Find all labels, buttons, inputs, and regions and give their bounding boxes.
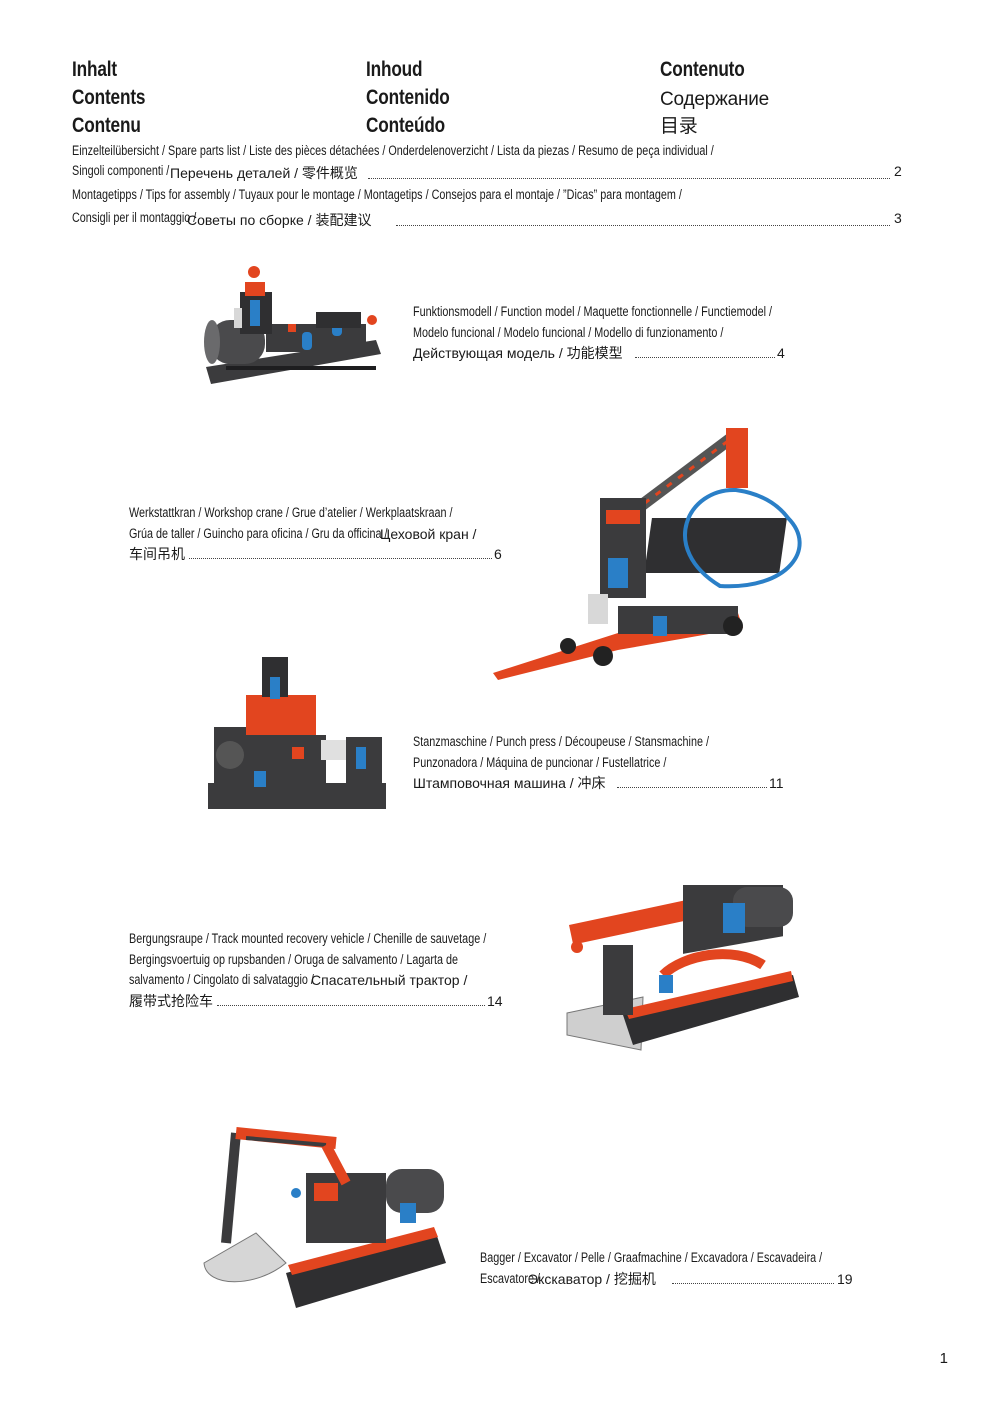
heading-contenuto: Contenuto <box>660 58 745 81</box>
heading-inhoud: Inhoud <box>366 58 423 81</box>
model-entry-excavator: Bagger / Excavator / Pelle / Graafmachin… <box>480 1250 853 1287</box>
heading-russian: Содержание <box>660 89 770 110</box>
toc-tips-leader <box>396 225 890 226</box>
heading-conteudo: Conteúdo <box>366 114 446 137</box>
recovery-vehicle-image <box>566 885 799 1051</box>
heading-contents: Contents <box>72 86 146 109</box>
workshop-crane-image <box>493 428 802 680</box>
toc-spare-leader <box>368 178 890 179</box>
model-entry-recovery-vehicle: Bergungsraupe / Track mounted recovery v… <box>129 931 503 1009</box>
toc-spare-line2: Singoli componenti / Перечень деталей / … <box>72 163 358 181</box>
model-entry-crane: Werkstattkran / Workshop crane / Grue d’… <box>129 505 502 562</box>
model-entry-function: Funktionsmodell / Function model / Maque… <box>413 304 785 361</box>
function-model-image <box>204 266 381 384</box>
excavator-image <box>203 1127 446 1308</box>
heading-contenu: Contenu <box>72 114 141 137</box>
toc-spare-page: 2 <box>894 163 902 179</box>
page-number: 1 <box>939 1350 948 1367</box>
model-entry-punch-press: Stanzmaschine / Punch press / Découpeuse… <box>413 734 784 791</box>
toc-spare-line1: Einzelteilübersicht / Spare parts list /… <box>72 143 714 158</box>
toc-tips-line2: Consigli per il montaggio / Советы по сб… <box>72 210 372 228</box>
toc-tips-page: 3 <box>894 210 902 226</box>
toc-tips-line1: Montagetipps / Tips for assembly / Tuyau… <box>72 187 682 202</box>
heading-inhalt: Inhalt <box>72 58 117 81</box>
punch-press-image <box>208 657 386 809</box>
heading-chinese: 目录 <box>660 116 698 137</box>
heading-contenido: Contenido <box>366 86 450 109</box>
